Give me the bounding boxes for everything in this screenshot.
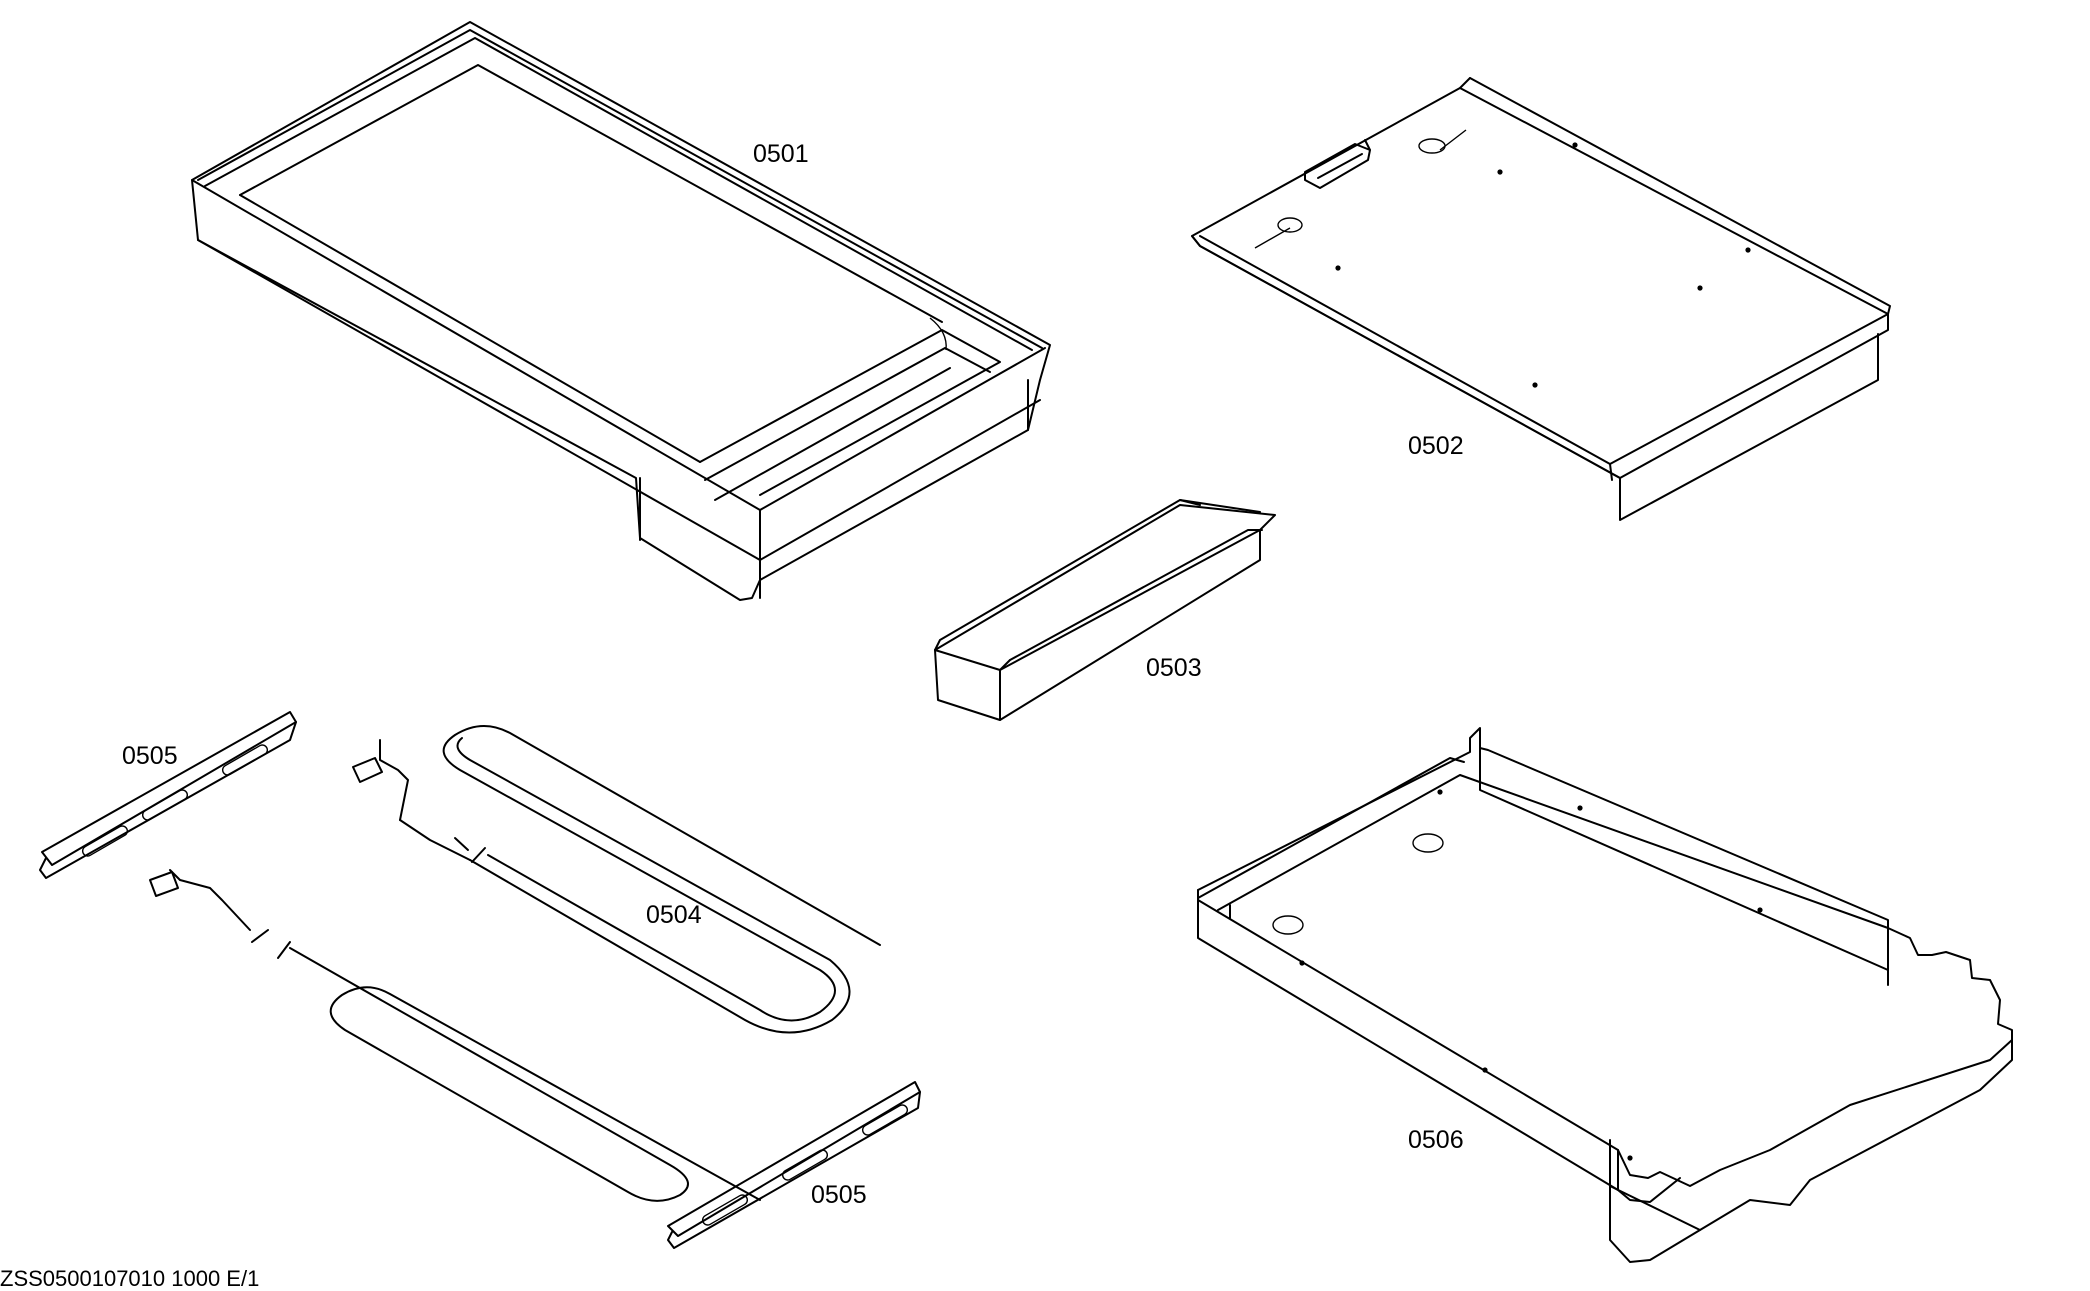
part-0504-heating-elements [149, 725, 881, 1202]
part-0503-trough [934, 499, 1276, 721]
label-0503: 0503 [1146, 654, 1202, 682]
label-0504: 0504 [646, 901, 702, 929]
label-0506: 0506 [1408, 1126, 1464, 1154]
part-0505-bracket-lower [667, 1081, 921, 1249]
label-0501: 0501 [753, 140, 809, 168]
part-0502-plate [1191, 77, 1891, 521]
part-0505-bracket-upper [39, 711, 297, 879]
part-0506-tray [1197, 727, 2013, 1263]
drawing-footer-code: ZSS0500107010 1000 E/1 [0, 1266, 260, 1291]
label-0505-lower: 0505 [811, 1181, 867, 1209]
label-0502: 0502 [1408, 432, 1464, 460]
label-0505-upper: 0505 [122, 742, 178, 770]
part-0501-tray [191, 21, 1051, 601]
